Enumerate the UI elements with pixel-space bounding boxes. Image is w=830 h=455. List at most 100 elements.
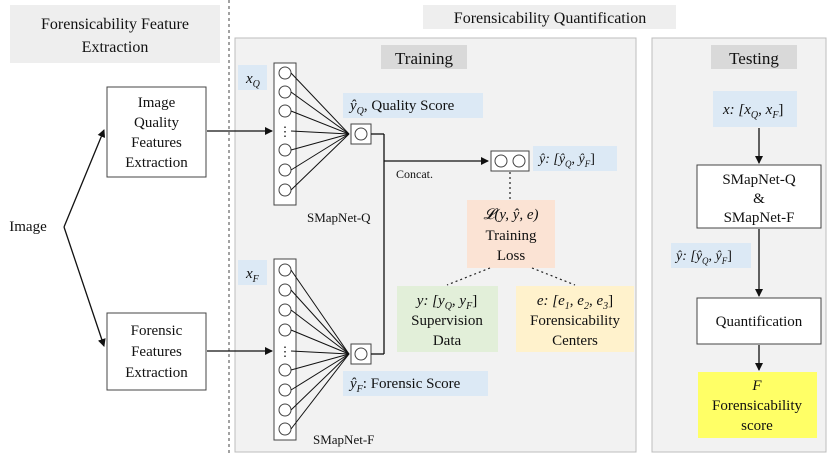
- test-smapnet-box: [696, 164, 822, 229]
- smapnet-f-input-layer: [273, 258, 297, 441]
- quantification-box: [696, 297, 822, 345]
- y-hat-label: ŷ: [ŷQ, ŷF]: [537, 152, 595, 169]
- input-node: [278, 85, 292, 99]
- quality-box-line1: Image: [138, 95, 176, 111]
- forensic-box-line3: Extraction: [125, 365, 188, 381]
- connection-line: [290, 353, 350, 371]
- test-input-label-bg: [713, 91, 797, 127]
- connection-line: [290, 133, 350, 151]
- input-xf-label-bg: [238, 260, 267, 285]
- input-xq-label-bg: [238, 65, 267, 90]
- arrow-image-to-forensic: [63, 226, 106, 347]
- connection-line: [290, 130, 350, 135]
- forensicability-centers-box: [516, 286, 634, 352]
- input-node: [278, 183, 292, 197]
- feature-extraction-header-bg: [10, 5, 220, 63]
- connection-line: [290, 309, 350, 355]
- testing-header-bg: [711, 45, 797, 69]
- connection-line: [290, 133, 350, 191]
- input-node: [278, 104, 292, 118]
- smapnet-f-connections: [290, 269, 350, 430]
- input-node: [278, 66, 292, 80]
- feature-extraction-title-line2: Extraction: [82, 39, 149, 56]
- test-net-line2: &: [753, 191, 765, 207]
- forensic-score-label-bg: [343, 371, 488, 396]
- connection-line: [290, 289, 350, 355]
- loss-formula: 𝓛(y, ŷ, e): [483, 207, 538, 223]
- forensic-box-line2: Features: [131, 344, 182, 360]
- concat-node-f: [512, 154, 526, 168]
- y-hat-label-bg: [533, 146, 617, 171]
- arrow-image-to-quality: [63, 129, 106, 228]
- score-line1: Forensicability: [712, 398, 802, 414]
- connection-line: [290, 91, 350, 135]
- smapnet-f-label: SMapNet-F: [313, 432, 374, 447]
- connection-line: [290, 329, 350, 355]
- quality-box-line3: Features: [131, 135, 182, 151]
- forensic-box-line1: Forensic: [131, 323, 183, 339]
- forensic-score-label: ŷF: Forensic Score: [348, 376, 461, 395]
- connection-line: [290, 353, 350, 430]
- concat-label: Concat.: [396, 167, 433, 181]
- test-net-line1: SMapNet-Q: [722, 172, 795, 188]
- supervision-formula: y: [yQ, yF]: [415, 293, 477, 312]
- loss-line2: Loss: [497, 248, 526, 264]
- input-node: [278, 403, 292, 417]
- connection-line: [290, 110, 350, 135]
- test-net-line3: SMapNet-F: [724, 210, 795, 226]
- smapnet-q-label: SMapNet-Q: [307, 210, 371, 225]
- input-node: [278, 263, 292, 277]
- centers-line1: Forensicability: [530, 313, 620, 329]
- smapnet-f-nodes: ⋮: [278, 263, 292, 436]
- input-node: [278, 422, 292, 436]
- supervision-line1: Supervision: [411, 313, 483, 329]
- input-node: [278, 283, 292, 297]
- centers-line2: Centers: [552, 333, 598, 349]
- test-input-label: x: [xQ, xF]: [722, 102, 783, 121]
- input-xf-label: xF: [245, 266, 260, 285]
- input-node: [278, 363, 292, 377]
- ellipsis-dots: ⋮: [279, 344, 292, 359]
- score-symbol: F: [751, 378, 762, 394]
- score-line2: score: [741, 418, 773, 434]
- loss-line1: Training: [485, 228, 537, 244]
- test-yhat-label-bg: [671, 243, 751, 268]
- quantification-label: Quantification: [716, 314, 803, 330]
- supervision-data-box: [397, 286, 498, 352]
- input-node: [278, 143, 292, 157]
- testing-title: Testing: [729, 49, 779, 68]
- centers-formula: e: [e1, e2, e3]: [537, 293, 613, 312]
- input-node: [278, 323, 292, 337]
- concat-node-q: [494, 154, 508, 168]
- training-header-bg: [381, 45, 467, 69]
- connection-line: [290, 133, 350, 171]
- quality-score-label-bg: [343, 93, 483, 118]
- test-yhat-label: ŷ: [ŷQ, ŷF]: [674, 249, 732, 266]
- smapnet-q-nodes: ⋮: [278, 66, 292, 197]
- connection-line: [290, 350, 350, 355]
- quality-score-label: ŷQ, Quality Score: [348, 98, 455, 117]
- quality-box-line4: Extraction: [125, 155, 188, 171]
- ellipsis-dots: ⋮: [279, 124, 292, 139]
- quantification-title: Forensicability Quantification: [454, 10, 646, 27]
- supervision-line2: Data: [433, 333, 462, 349]
- feature-extraction-title-line1: Forensicability Feature: [41, 16, 189, 33]
- quality-box-line2: Quality: [134, 115, 179, 131]
- connection-line: [290, 353, 350, 411]
- quality-score-node: [354, 127, 368, 141]
- input-node: [278, 163, 292, 177]
- forensic-score-node: [354, 347, 368, 361]
- training-title: Training: [395, 49, 453, 68]
- forensicability-score-box: [698, 372, 817, 438]
- smapnet-q-connections: [290, 72, 350, 191]
- training-loss-box: [467, 200, 555, 268]
- connection-line: [290, 353, 350, 391]
- image-label: Image: [9, 219, 47, 235]
- quantification-header-bg: [423, 5, 676, 29]
- input-node: [278, 303, 292, 317]
- input-xq-label: xQ: [245, 71, 261, 90]
- connection-line: [290, 269, 350, 355]
- forensic-features-box: [106, 312, 207, 391]
